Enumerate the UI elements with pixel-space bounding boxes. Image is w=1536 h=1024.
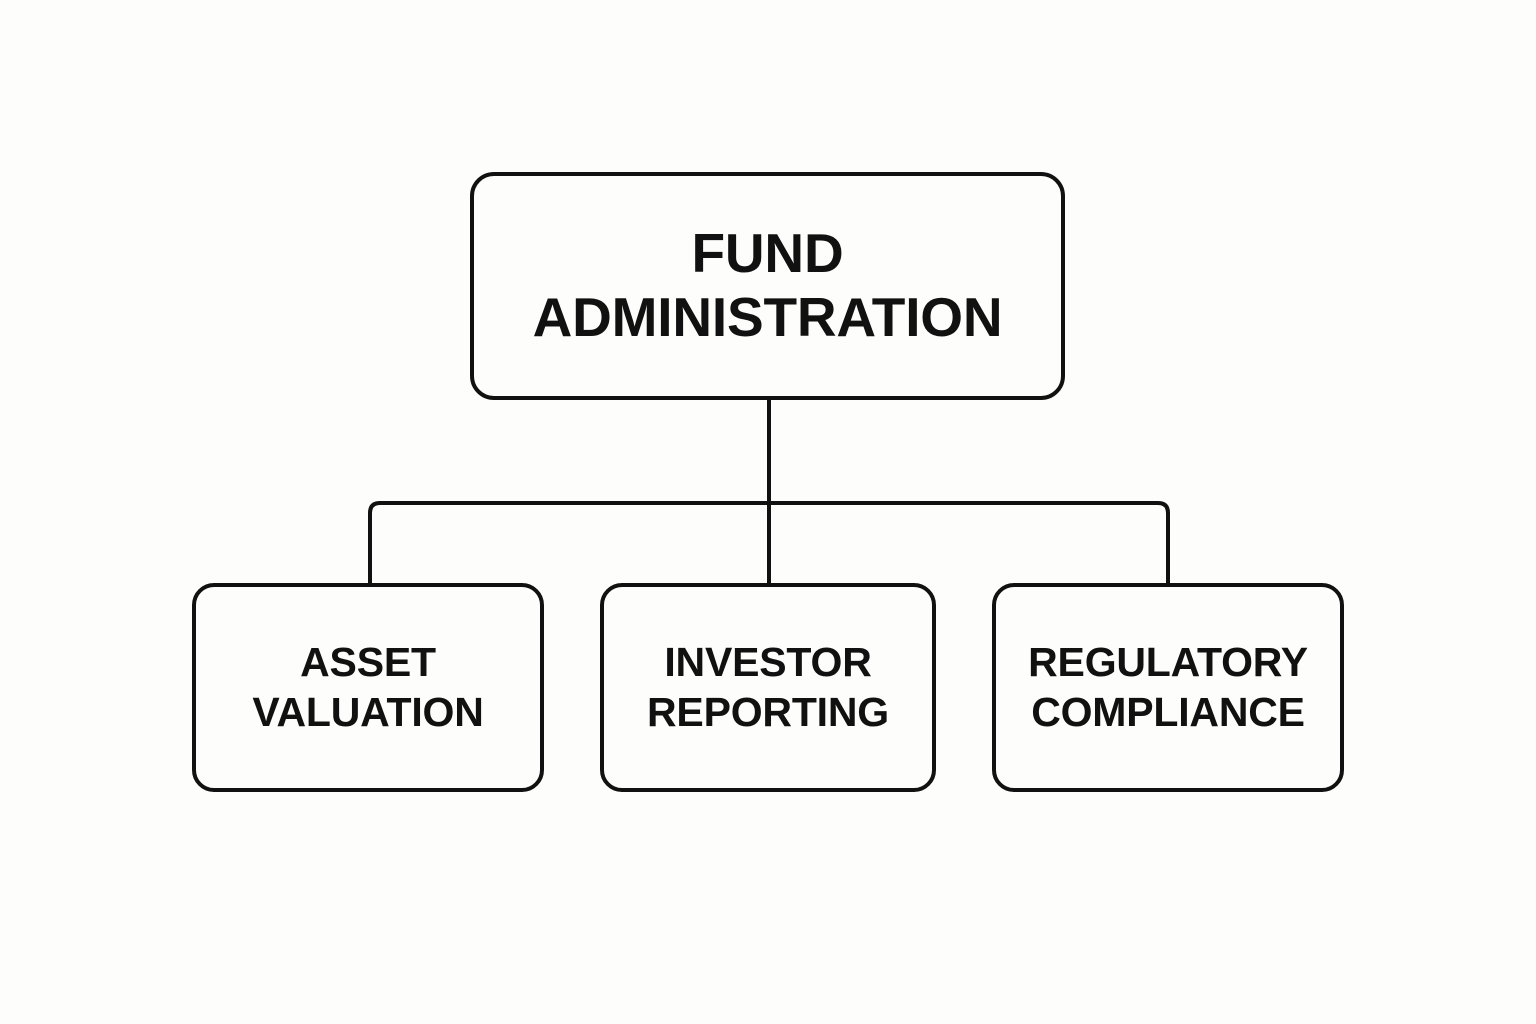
node-label-regulatory-compliance: REGULATORY COMPLIANCE [1028,639,1308,735]
connector-bus-right-elbow [769,501,1170,583]
connector-bus-left-elbow [368,501,769,583]
node-regulatory-compliance[interactable]: REGULATORY COMPLIANCE [992,583,1344,792]
node-label-fund-administration: FUND ADMINISTRATION [532,222,1003,348]
node-label-investor-reporting: INVESTOR REPORTING [647,639,889,735]
node-label-asset-valuation: ASSET VALUATION [252,639,484,735]
node-fund-administration[interactable]: FUND ADMINISTRATION [470,172,1065,400]
node-asset-valuation[interactable]: ASSET VALUATION [192,583,544,792]
node-investor-reporting[interactable]: INVESTOR REPORTING [600,583,936,792]
